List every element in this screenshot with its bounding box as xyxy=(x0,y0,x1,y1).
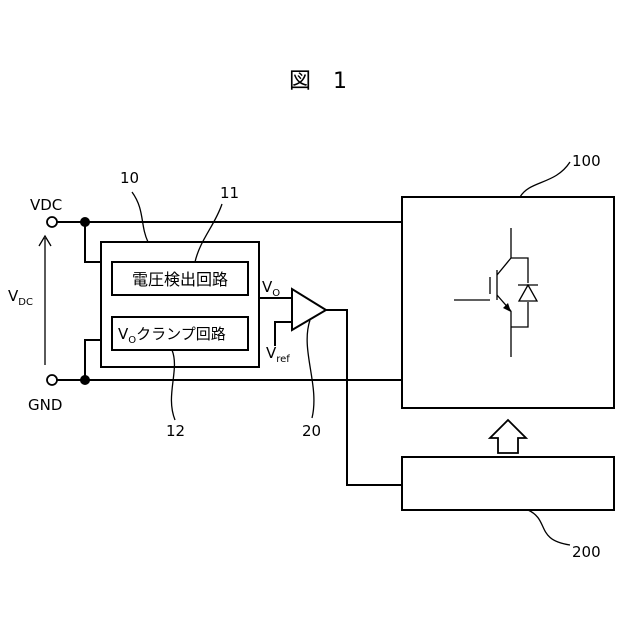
block-200-leader xyxy=(528,510,570,545)
control-arrow xyxy=(490,420,526,453)
block-200 xyxy=(402,457,614,510)
vo-clamp-ref: 12 xyxy=(166,422,185,440)
gnd-terminal xyxy=(47,375,57,385)
block-10-ref: 10 xyxy=(120,169,139,187)
vdc-voltage-label: VDC xyxy=(8,287,33,308)
gnd-to-block10-wire xyxy=(85,340,101,380)
voltage-detect-ref: 11 xyxy=(220,184,239,202)
voltage-detect-label: 電圧検出回路 xyxy=(132,270,228,289)
block-10-leader xyxy=(132,192,148,242)
vo-label: VO xyxy=(262,278,280,299)
vdc-to-block10-wire xyxy=(85,222,101,262)
comparator-leader xyxy=(307,320,314,418)
comparator-ref: 20 xyxy=(302,422,321,440)
power-module-100 xyxy=(402,197,614,408)
figure-title: 図 1 xyxy=(289,69,347,94)
block-200-ref: 200 xyxy=(572,543,601,561)
vref-wire xyxy=(275,322,292,346)
vref-label: Vref xyxy=(266,344,290,365)
power-module-ref: 100 xyxy=(572,152,601,170)
vdc-terminal-label: VDC xyxy=(30,196,62,214)
vdc-terminal xyxy=(47,217,57,227)
gnd-terminal-label: GND xyxy=(28,396,62,414)
comparator-output-wire xyxy=(326,310,402,485)
power-module-leader xyxy=(520,162,570,197)
